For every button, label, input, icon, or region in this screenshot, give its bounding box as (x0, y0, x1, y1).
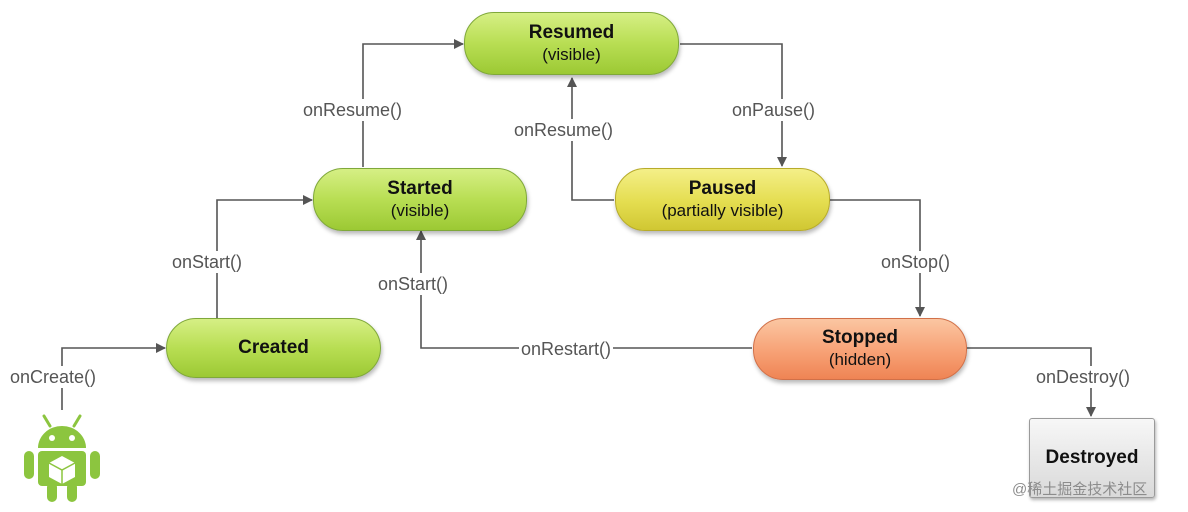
arrow-onpause (680, 43, 787, 167)
arrow-onstart-left (216, 195, 313, 318)
label-onstop: onStop() (879, 251, 953, 273)
label-onstart-center: onStart() (376, 273, 451, 295)
state-stopped-title: Stopped (822, 327, 898, 349)
watermark: @稀土掘金技术社区 (1012, 481, 1148, 498)
state-started-title: Started (387, 177, 453, 199)
state-resumed: Resumed (visible) (464, 12, 679, 75)
state-paused-title: Paused (688, 177, 757, 199)
state-created: Created (166, 318, 381, 378)
arrow-oncreate (61, 343, 166, 410)
label-oncreate: onCreate() (8, 366, 99, 388)
state-resumed-title: Resumed (528, 21, 615, 43)
state-resumed-subtitle: (visible) (542, 44, 601, 64)
arrow-onrestart (416, 230, 752, 349)
arrow-onresume-center (567, 77, 614, 201)
state-started-subtitle: (visible) (390, 200, 450, 220)
label-onrestart: onRestart() (519, 338, 614, 360)
label-onpause: onPause() (730, 99, 818, 121)
state-created-title: Created (238, 336, 309, 358)
label-ondestroy: onDestroy() (1034, 366, 1133, 388)
android-robot-icon (24, 414, 100, 502)
state-destroyed-title: Destroyed (1045, 446, 1139, 468)
state-stopped: Stopped (hidden) (753, 318, 967, 380)
state-paused-subtitle: (partially visible) (661, 200, 784, 220)
state-stopped-subtitle: (hidden) (828, 350, 892, 370)
state-paused: Paused (partially visible) (615, 168, 830, 231)
state-started: Started (visible) (313, 168, 527, 231)
label-onstart-left: onStart() (170, 251, 245, 273)
state-destroyed: Destroyed (1029, 418, 1155, 498)
label-onresume-center: onResume() (512, 119, 616, 141)
arrow-onstop (830, 199, 925, 317)
arrow-ondestroy (967, 347, 1096, 417)
arrow-onresume-left (362, 39, 464, 167)
label-onresume-left: onResume() (301, 99, 405, 121)
